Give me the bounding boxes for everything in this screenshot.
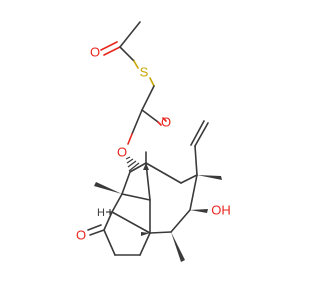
thioacetyl-group xyxy=(100,21,155,111)
stereo-h-label: H xyxy=(97,207,105,219)
methyl-groups xyxy=(94,151,222,262)
hydroxyl-label: OH xyxy=(211,202,231,217)
ketone-o-label: O xyxy=(76,227,86,242)
ester-o-label: O xyxy=(117,144,127,159)
ketone-group xyxy=(87,224,105,236)
vinyl-group xyxy=(190,120,209,176)
ring-skeleton xyxy=(103,162,198,256)
sulfur-label: S xyxy=(140,64,149,79)
hydroxyl-group xyxy=(190,209,208,213)
structure-drawing: O S O O O OH H xyxy=(76,21,231,262)
ester-carbonyl-o-label: O xyxy=(161,114,171,129)
ester-group xyxy=(127,109,167,145)
stereo-hash-bond xyxy=(125,156,140,172)
stereo-h-bond xyxy=(106,209,112,215)
bridgehead-wedge xyxy=(141,232,150,236)
thioester-carbonyl-o-label: O xyxy=(90,44,100,59)
